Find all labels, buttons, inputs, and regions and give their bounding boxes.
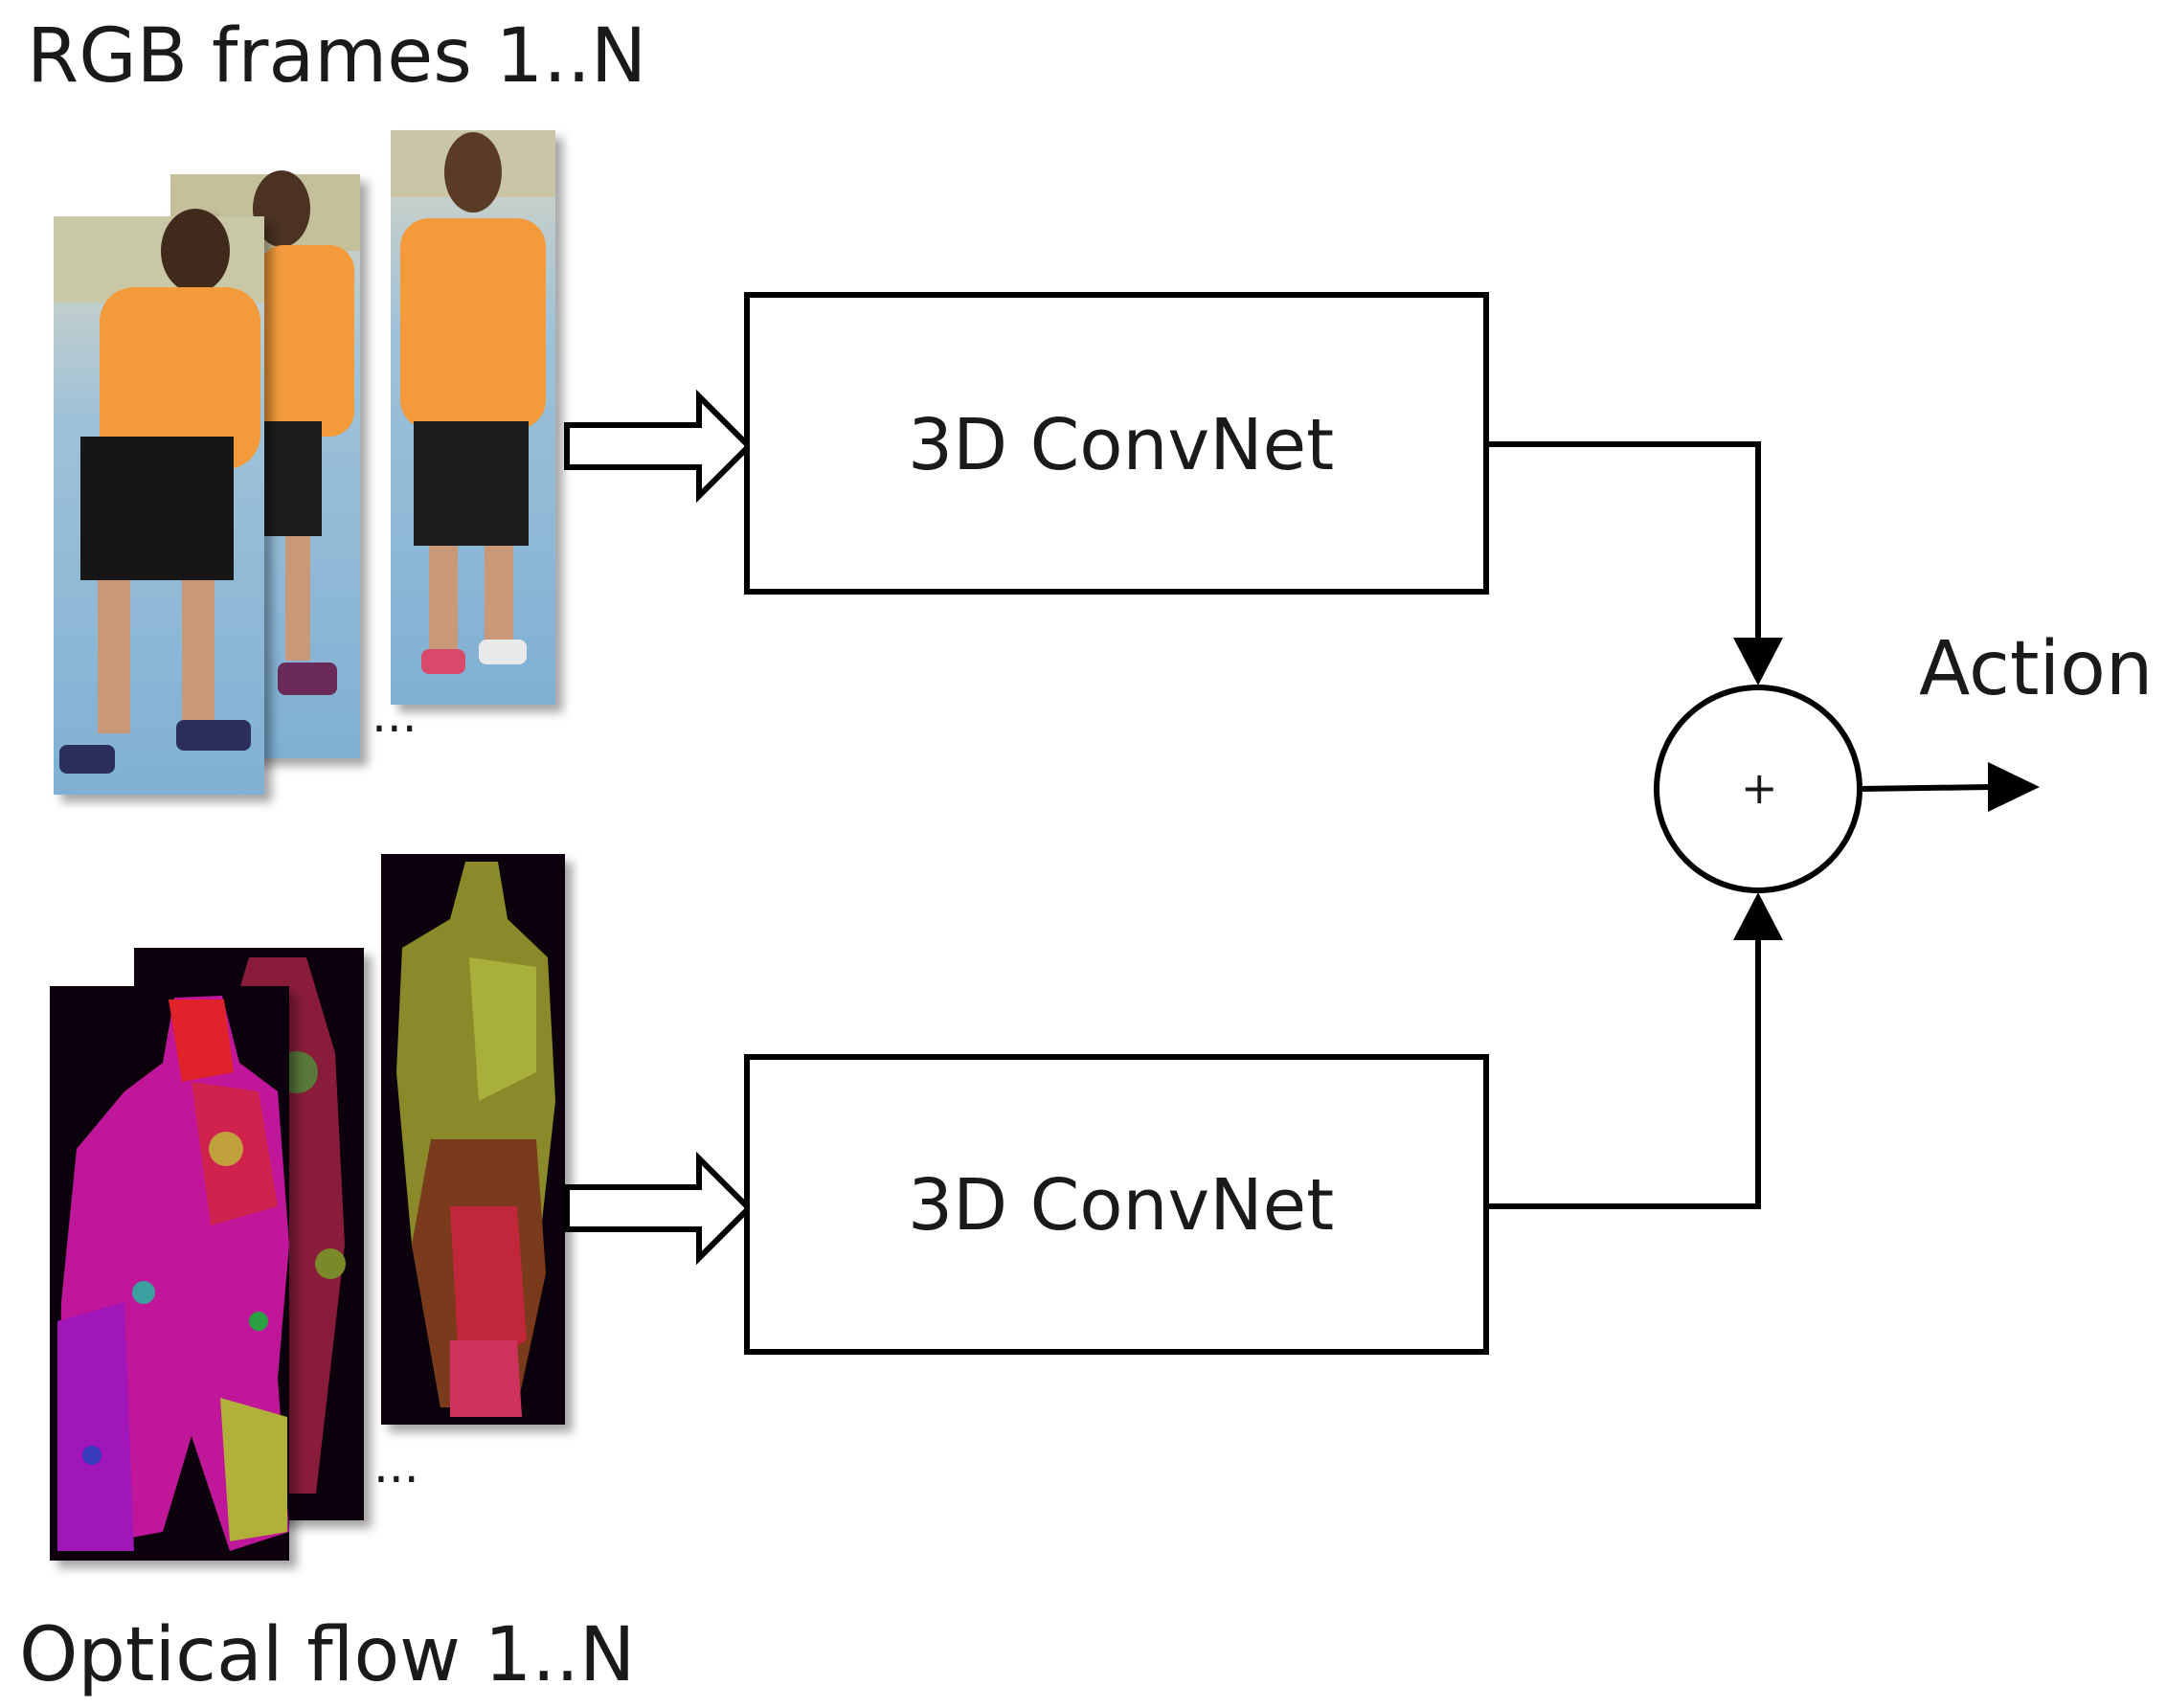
rgb-frames-label: RGB frames 1..N <box>27 13 647 100</box>
rgb-frames-stack <box>54 130 555 795</box>
flow-frames-stack <box>50 854 565 1561</box>
convnet-top-label: 3D ConvNet <box>908 404 1335 486</box>
top-sum-arrowhead <box>1733 638 1783 685</box>
output-connector <box>1859 784 1993 792</box>
rgb-frame-1 <box>54 209 264 795</box>
bottom-sum-arrowhead <box>1733 892 1783 940</box>
convnet-bottom-label: 3D ConvNet <box>908 1164 1335 1247</box>
flow-input-arrow <box>564 1151 754 1266</box>
convnet-box-bottom <box>744 1054 1489 1355</box>
rgb-frame-3 <box>391 130 555 705</box>
top-to-sum-connector <box>1486 441 1761 640</box>
optical-flow-label: Optical flow 1..N <box>19 1612 636 1698</box>
action-output-label: Action <box>1919 626 2154 712</box>
flow-ellipsis: ... <box>373 1438 419 1494</box>
rgb-ellipsis: ... <box>372 687 418 743</box>
sum-plus-symbol: + <box>1741 762 1778 814</box>
output-arrowhead <box>1988 762 2040 812</box>
bottom-to-sum-connector <box>1486 938 1761 1209</box>
flow-frame-1 <box>50 986 289 1561</box>
convnet-box-top <box>744 292 1489 595</box>
rgb-input-arrow <box>564 389 754 504</box>
flow-frame-3 <box>381 854 565 1425</box>
